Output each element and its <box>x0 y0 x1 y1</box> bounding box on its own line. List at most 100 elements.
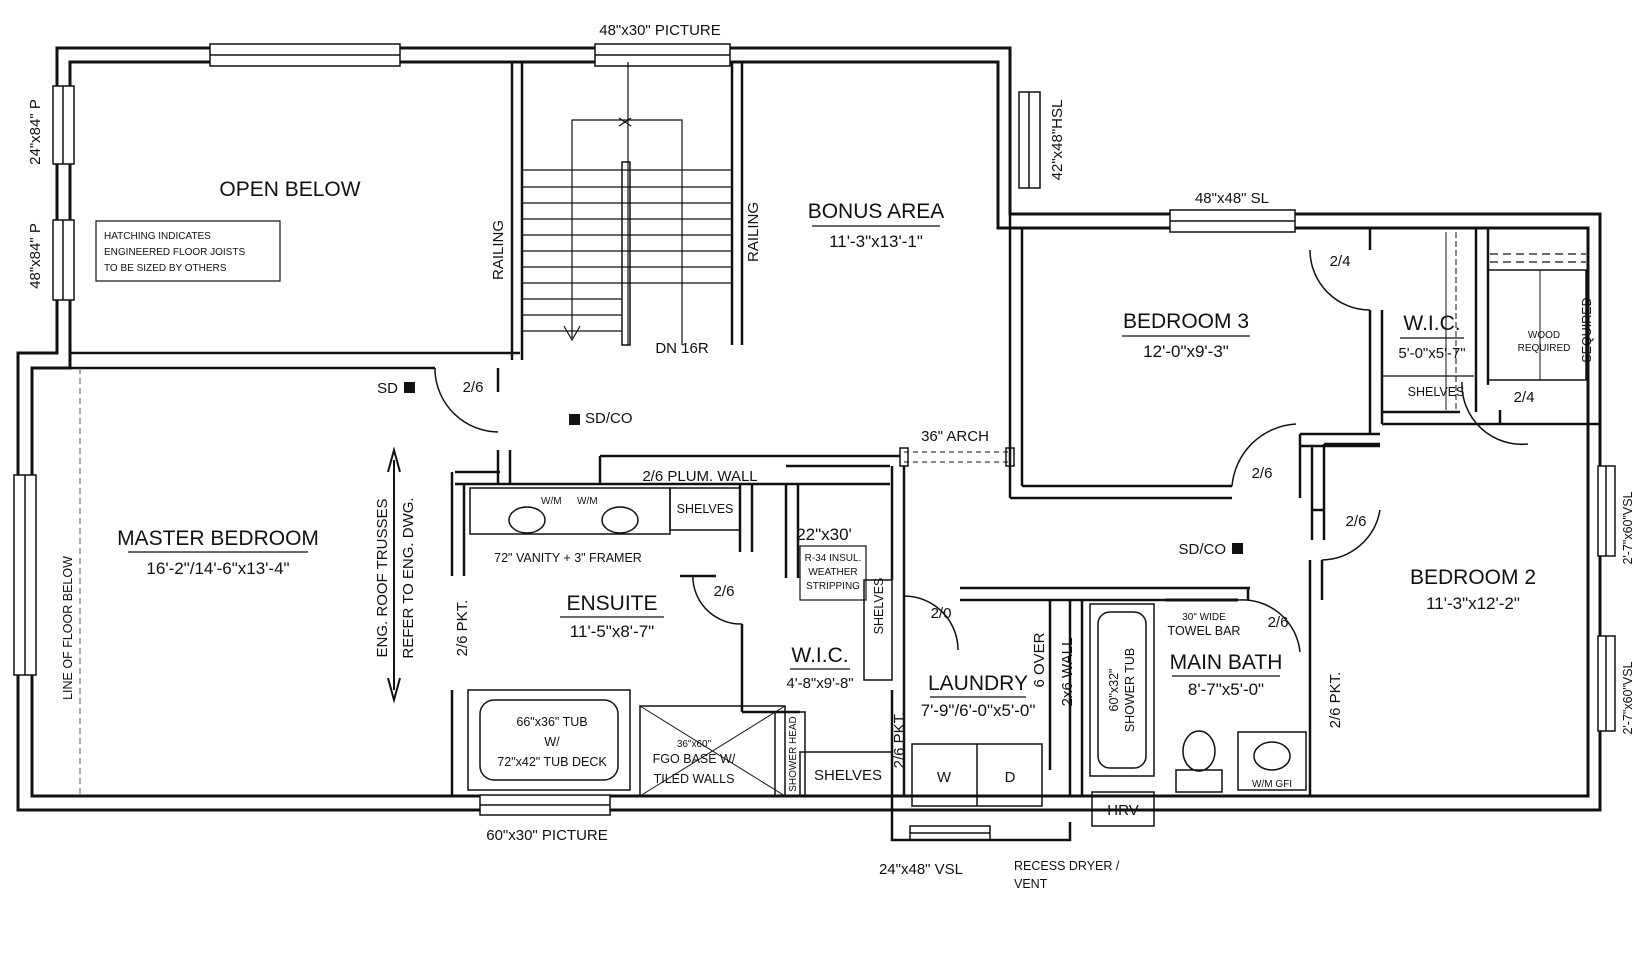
recess-label-1: RECESS DRYER / <box>1014 859 1120 873</box>
railing-left: RAILING <box>490 220 507 280</box>
shower-head: SHOWER HEAD <box>788 716 799 792</box>
sequired-label: SEQUIRED <box>1580 297 1594 362</box>
door-master-label: 2/6 <box>463 379 484 396</box>
door-wic-b3 <box>1309 249 1371 311</box>
main-bath-dim: 8'-7"x5'-0" <box>1188 680 1264 699</box>
door-bed3 <box>1231 423 1297 487</box>
sd-icon <box>404 382 415 393</box>
master-dim: 16'-2"/14'-6"x13'-4" <box>146 559 289 578</box>
vanity-sinks <box>508 506 639 534</box>
hatching-note-2: ENGINEERED FLOOR JOISTS <box>104 247 245 258</box>
ensuite-shelves: SHELVES <box>677 502 734 516</box>
recess-label-2: VENT <box>1014 877 1048 891</box>
wm-right: W/M <box>577 496 598 507</box>
hatching-note-1: HATCHING INDICATES <box>104 231 211 242</box>
door-laundry-label: 2/0 <box>931 605 952 622</box>
sdco2-label: SD/CO <box>1178 541 1226 558</box>
room-bedroom2: BEDROOM 2 <box>1410 566 1536 589</box>
laundry-dim: 7'-9"/6'-0"x5'-0" <box>921 701 1036 720</box>
line-of-floor-label: LINE OF FLOOR BELOW <box>61 556 75 700</box>
window-label-top: 48"x30" PICTURE <box>599 22 721 39</box>
plum-wall-label: 2/6 PLUM. WALL <box>642 468 757 485</box>
shower-line-2: FGO BASE W/ <box>653 752 736 766</box>
interior-walls <box>70 62 1600 842</box>
trusses-label-2: REFER TO ENG. DWG. <box>400 497 417 658</box>
door-ensuite-label: 2/6 <box>714 583 735 600</box>
window-label-bonus-right: 42"x48"HSL <box>1049 100 1066 181</box>
windows <box>13 43 1616 841</box>
room-master: MASTER BEDROOM <box>117 527 319 550</box>
door-laundry <box>903 595 959 651</box>
wall-2x6: 2x6 WALL <box>1059 638 1076 707</box>
window-label-left-lower: 48"x84" P <box>27 223 44 289</box>
bedroom2-dim: 11'-3"x12'-2" <box>1426 594 1520 613</box>
attic-hatch-box <box>799 545 867 601</box>
door-swings <box>434 249 1529 653</box>
dryer-label: D <box>1005 769 1016 786</box>
sdco2-icon <box>1232 543 1243 554</box>
trusses-label-1: ENG. ROOF TRUSSES <box>374 499 391 658</box>
towel-bar-2: TOWEL BAR <box>1168 624 1241 638</box>
tub-line-3: 72"x42" TUB DECK <box>497 755 607 769</box>
pkt-wic: 2/6 PKT. <box>891 712 908 769</box>
wic-master-dim: 4'-8"x9'-8" <box>786 675 853 692</box>
room-open-below: OPEN BELOW <box>219 178 360 201</box>
door-wic-b3-b <box>1461 381 1529 446</box>
room-wic-b3: W.I.C. <box>1403 312 1460 335</box>
door-bed2 <box>1321 509 1381 561</box>
towel-bar-1: 30" WIDE <box>1182 612 1226 623</box>
wood-required-2: REQUIRED <box>1518 343 1571 354</box>
window-label-laundry: 24"x48" VSL <box>879 861 963 878</box>
wm-left: W/M <box>541 496 562 507</box>
door-bed2-label: 2/6 <box>1346 513 1367 530</box>
wic-vertical-shelves: SHELVES <box>872 578 886 635</box>
sdco-icon <box>569 414 580 425</box>
wic-bottom-shelves: SHELVES <box>814 767 882 784</box>
insul-2: WEATHER <box>808 567 857 578</box>
window-label-left-upper: 24"x84" P <box>27 99 44 165</box>
railing-right: RAILING <box>745 202 762 262</box>
door-bath-label: 2/6 <box>1268 614 1289 631</box>
tub-line-1: 66"x36" TUB <box>516 715 587 729</box>
staircase <box>522 62 732 346</box>
over-label: 6 OVER <box>1031 632 1048 687</box>
insul-1: R-34 INSUL. <box>805 553 862 564</box>
room-bonus: BONUS AREA <box>808 200 945 223</box>
arch-label: 36" ARCH <box>921 428 989 445</box>
sd-label: SD <box>377 380 398 397</box>
truss-arrow <box>387 446 401 704</box>
vanity-label: 72" VANITY + 3" FRAMER <box>494 551 642 565</box>
wood-required-1: WOOD <box>1528 330 1560 341</box>
room-laundry: LAUNDRY <box>928 672 1028 695</box>
bedroom3-dim: 12'-0"x9'-3" <box>1143 342 1229 361</box>
insul-3: STRIPPING <box>806 581 860 592</box>
exterior-walls <box>16 46 1602 812</box>
tub-line-2: W/ <box>544 735 560 749</box>
attic-hatch-label: 22"x30' <box>796 525 852 544</box>
window-label-bed3-top: 48"x48" SL <box>1195 190 1269 207</box>
door-bed3-label: 2/6 <box>1252 465 1273 482</box>
labels: OPEN BELOW HATCHING INDICATES ENGINEERED… <box>27 22 1635 891</box>
room-wic-master: W.I.C. <box>791 644 848 667</box>
door-master <box>434 368 499 433</box>
bonus-dim: 11'-3"x13'-1" <box>829 232 923 251</box>
window-label-bed2-upper: 2'-7"x60"VSL <box>1621 491 1635 564</box>
room-ensuite: ENSUITE <box>566 592 657 615</box>
stairs-label: DN 16R <box>655 340 709 357</box>
ensuite-dim: 11'-5"x8'-7" <box>570 622 654 641</box>
wic-b3-shelves: SHELVES <box>1408 385 1465 399</box>
washer-label: W <box>937 769 952 786</box>
shower-tub-1: 60"x32" <box>1107 669 1121 712</box>
room-main-bath: MAIN BATH <box>1170 651 1283 674</box>
hatching-note-3: TO BE SIZED BY OTHERS <box>104 263 227 274</box>
shower-line-3: TILED WALLS <box>654 772 735 786</box>
door-wic-b3-b-label: 2/4 <box>1514 389 1535 406</box>
door-wic-b3-label: 2/4 <box>1330 253 1351 270</box>
sdco-label: SD/CO <box>585 410 633 427</box>
door-ensuite <box>692 576 743 625</box>
shower-tub-2: SHOWER TUB <box>1123 648 1137 733</box>
wic-b3-dim: 5'-0"x5'-7" <box>1398 345 1465 362</box>
room-bedroom3: BEDROOM 3 <box>1123 310 1249 333</box>
window-label-bed2-lower: 2'-7"x60"VSL <box>1621 661 1635 734</box>
